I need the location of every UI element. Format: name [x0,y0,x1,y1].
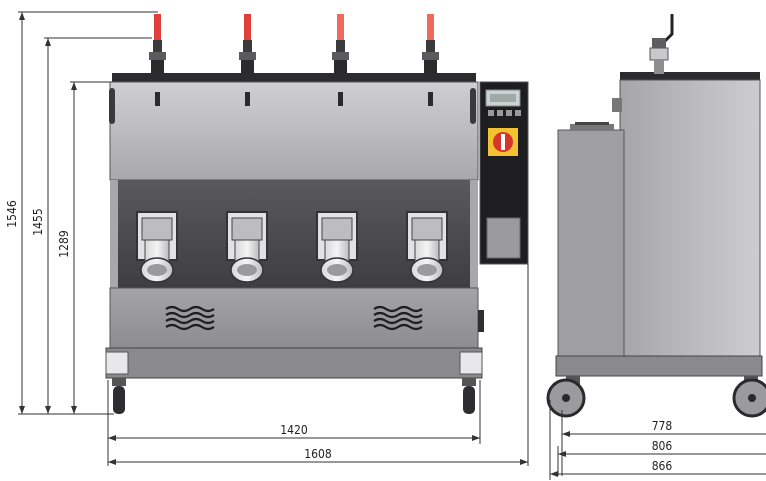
dimension-lines [18,11,766,480]
side-main-body [619,79,761,357]
ball-valve-icon [649,14,674,74]
dimension-arrows [19,12,570,477]
front-upper-panel [109,81,479,181]
side-tank [557,129,625,357]
dim-width-total: 1608 [304,447,332,461]
emergency-switch-icon [488,128,518,156]
ball-valve-icon [149,14,166,106]
ball-valve-icon [239,14,256,106]
dim-width-body: 1420 [280,423,308,437]
side-view [546,14,766,418]
wheel-right [732,376,766,418]
dim-depth-body: 778 [652,419,673,433]
front-lid [112,73,476,82]
front-lower-panel [109,287,479,349]
caster-left [112,378,126,414]
dim-depth-mid: 806 [652,439,673,453]
dim-depth-total: 866 [652,459,673,473]
caster-right [462,378,476,414]
outlet-nozzle [136,211,178,283]
dim-height-body: 1289 [57,230,71,258]
outlet-nozzle [316,211,358,283]
wheel-left [546,376,586,418]
dim-height-mid: 1455 [31,208,45,235]
ball-valve-icon [332,14,349,106]
outlet-nozzle [406,211,448,283]
ball-valve-icon [422,14,439,106]
front-view [105,14,483,414]
dim-height-total: 1546 [5,200,19,228]
outlet-nozzle [226,211,268,283]
control-buttons [488,110,521,116]
control-panel [478,81,529,332]
front-base [105,347,483,379]
wave-vent-grille-icon [165,305,215,331]
wave-vent-grille-icon [373,305,423,331]
